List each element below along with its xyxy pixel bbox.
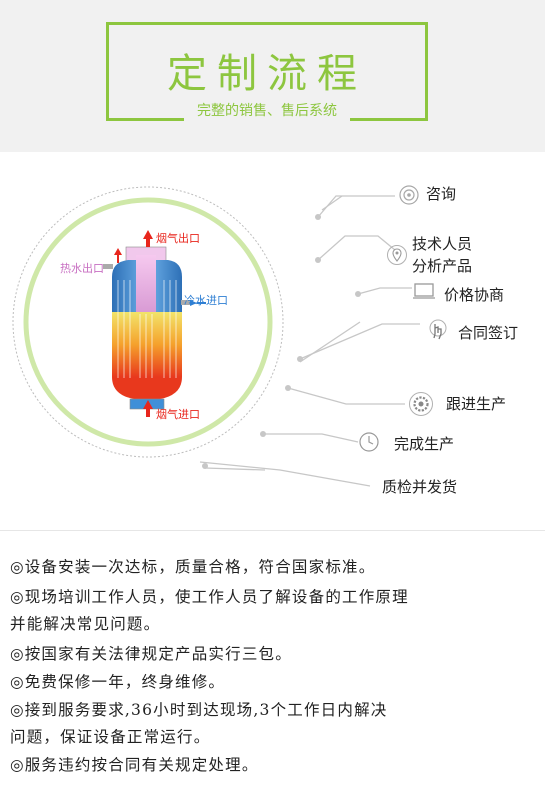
service-notes: ◎设备安装一次达标，质量合格，符合国家标准。 ◎现场培训工作人员，使工作人员了解…	[0, 530, 545, 801]
location-pin-icon	[387, 245, 407, 265]
flue-gas-outlet-label: 烟气出口	[156, 232, 200, 245]
gear-icon	[409, 392, 433, 416]
step-technician-line2: 分析产品	[412, 257, 473, 275]
note-line: ◎现场培训工作人员，使工作人员了解设备的工作原理	[10, 588, 409, 606]
step-technician-line1: 技术人员	[412, 235, 473, 253]
step-production-complete: 完成生产	[394, 435, 455, 453]
page-subtitle: 完整的销售、售后系统	[197, 103, 337, 119]
note-line: ◎服务违约按合同有关规定处理。	[10, 756, 259, 774]
connector-lines	[199, 195, 420, 487]
target-icon	[399, 185, 419, 205]
heat-exchanger-illustration	[103, 230, 206, 417]
clock-icon	[359, 432, 379, 452]
title-frame-right-foot	[350, 118, 428, 121]
step-inspection-shipping: 质检并发货	[382, 478, 458, 496]
flow-graphics	[12, 186, 420, 487]
connector-dots	[202, 214, 361, 469]
hot-water-outlet-label: 热水出口	[60, 262, 104, 275]
step-price-negotiation: 价格协商	[444, 286, 505, 304]
cold-water-inlet-label: 冷水进口	[184, 294, 228, 307]
note-line: 并能解决常见问题。	[10, 615, 161, 633]
note-line: ◎按国家有关法律规定产品实行三包。	[10, 645, 292, 663]
note-line: ◎设备安装一次达标，质量合格，符合国家标准。	[10, 558, 376, 576]
note-line: 问题，保证设备正常运行。	[10, 728, 211, 746]
screen-icon	[413, 283, 435, 299]
step-consult: 咨询	[426, 185, 457, 203]
outer-dashed-circle	[12, 186, 284, 458]
process-flow: 烟气出口 热水出口 冷水进口 烟气进口 咨询 技术人员 分析产品 价格协商 合同…	[0, 152, 545, 530]
step-production-followup: 跟进生产	[446, 395, 507, 413]
step-contract-signing: 合同签订	[458, 324, 519, 342]
header-banner: 定制流程 完整的销售、售后系统	[0, 0, 545, 152]
hand-icon	[429, 319, 447, 340]
green-ring	[23, 197, 273, 447]
title-frame: 定制流程	[106, 22, 428, 121]
page-title: 定制流程	[167, 51, 367, 97]
flue-gas-inlet-label: 烟气进口	[156, 408, 200, 421]
title-frame-left-foot	[106, 118, 184, 121]
note-line: ◎接到服务要求,36小时到达现场,3个工作日内解决	[10, 701, 388, 719]
note-line: ◎免费保修一年，终身维修。	[10, 673, 226, 691]
